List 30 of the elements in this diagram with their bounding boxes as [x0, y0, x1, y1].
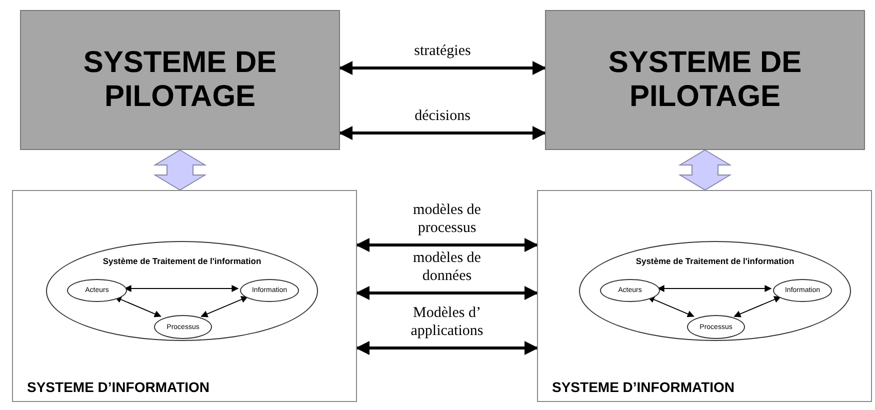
system-panel	[12, 190, 357, 402]
entity-ellipse	[600, 279, 660, 302]
panel-title: SYSTEME D’INFORMATION	[552, 379, 735, 395]
system-panel	[537, 190, 872, 402]
block-arrow	[153, 149, 207, 191]
edge-label: stratégies	[412, 42, 473, 60]
box-title: SYSTEME DE PILOTAGE	[82, 46, 278, 114]
arrow	[356, 238, 538, 252]
entity-ellipse	[67, 279, 127, 302]
entity-ellipse	[687, 315, 745, 339]
process-box	[20, 10, 340, 150]
box-title: SYSTEME DE PILOTAGE	[607, 46, 803, 114]
arrow	[114, 296, 162, 318]
entity-ellipse	[154, 315, 212, 339]
arrow	[356, 341, 538, 355]
arrow	[200, 296, 248, 318]
ellipse-title: Système de Traitement de l'information	[634, 256, 796, 266]
panel-title: SYSTEME D’INFORMATION	[27, 379, 210, 395]
ellipse-title: Système de Traitement de l'information	[102, 256, 262, 266]
block-arrow	[678, 149, 732, 191]
entity-ellipse	[240, 279, 299, 302]
arrow	[734, 296, 782, 318]
arrow	[647, 296, 694, 318]
arrow	[338, 126, 546, 140]
process-box	[545, 10, 865, 150]
group-ellipse	[579, 241, 851, 341]
group-ellipse	[46, 241, 318, 341]
arrow	[356, 286, 538, 300]
entity-ellipse	[773, 279, 832, 302]
arrow	[338, 61, 546, 75]
